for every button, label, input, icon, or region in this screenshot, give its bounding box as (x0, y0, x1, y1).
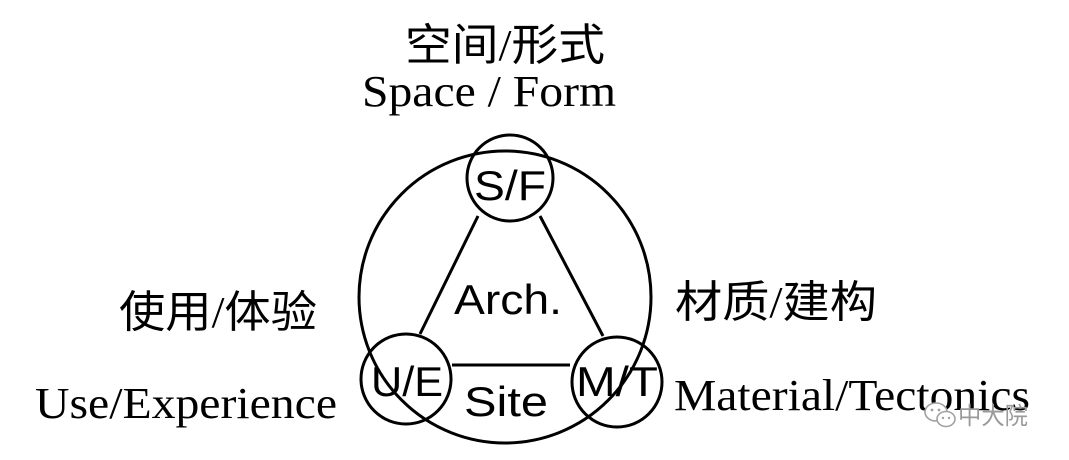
watermark-text: 中大院 (958, 402, 1028, 430)
node-label-right: M/T (576, 358, 658, 405)
triangle-edge-right (538, 215, 605, 337)
triangle-edge-left (418, 215, 480, 335)
center-label: Arch. (454, 276, 562, 323)
wechat-icon (924, 402, 956, 428)
left-label-zh: 使用/体验 (119, 288, 317, 337)
top-label-zh: 空间/形式 (405, 21, 605, 70)
outer-circle (357, 149, 653, 445)
node-label-left: U/E (371, 358, 443, 405)
node-circle-top (465, 133, 555, 223)
node-label-top: S/F (474, 162, 546, 209)
right-label-zh: 材质/建构 (675, 278, 877, 327)
left-label-en: Use/Experience (35, 379, 337, 428)
top-label-en: Space / Form (362, 67, 616, 116)
base-label: Site (464, 378, 548, 425)
node-circle-left (359, 332, 453, 426)
node-circle-right (570, 335, 664, 429)
right-label-en: Material/Tectonics (674, 371, 1030, 420)
